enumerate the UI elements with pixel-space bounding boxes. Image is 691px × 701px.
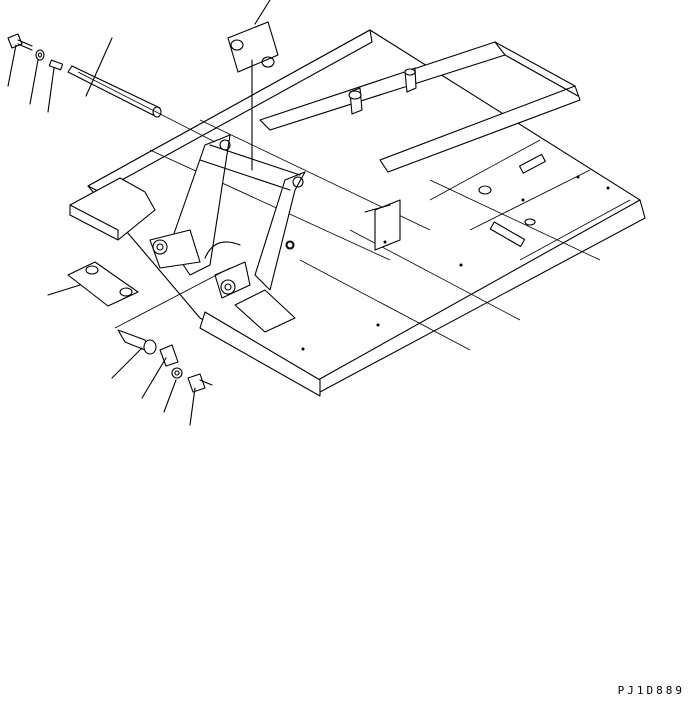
shim-top: [227, 21, 279, 73]
drawing-reference-code: PJ1D889: [617, 684, 685, 697]
spring-pin-top: [48, 59, 64, 71]
callout-leaders: [7, 0, 271, 426]
pin-lower: [117, 329, 157, 355]
revolving-frame: [69, 29, 646, 397]
bolt-lower: [187, 373, 213, 393]
bolt-top: [7, 33, 33, 51]
washer-top: [35, 49, 45, 61]
shim-lower: [67, 261, 139, 307]
washer-lower: [171, 367, 183, 379]
